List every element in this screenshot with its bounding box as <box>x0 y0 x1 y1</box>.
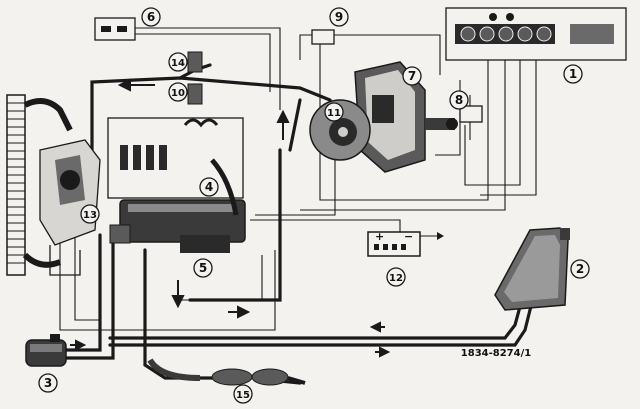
fuel-tank <box>494 227 570 311</box>
svg-text:2: 2 <box>576 262 584 276</box>
valve-lower <box>187 83 203 105</box>
callout-10: 10 <box>168 82 188 102</box>
control-unit <box>459 105 483 123</box>
control-panel <box>445 7 627 61</box>
callout-2: 2 <box>570 259 590 279</box>
svg-text:13: 13 <box>83 210 97 221</box>
auxiliary-heater <box>25 334 67 367</box>
callout-15: 15 <box>233 384 253 404</box>
svg-text:9: 9 <box>335 10 343 24</box>
svg-text:15: 15 <box>236 390 250 401</box>
callout-8: 8 <box>449 90 469 110</box>
callout-5: 5 <box>193 258 213 278</box>
callout-3: 3 <box>38 373 58 393</box>
callout-13: 13 <box>80 204 100 224</box>
svg-text:5: 5 <box>199 261 207 275</box>
callout-1: 1 <box>563 64 583 84</box>
callout-6: 6 <box>141 7 161 27</box>
callout-7: 7 <box>402 66 422 86</box>
flow-arrows <box>70 78 391 358</box>
radiator <box>6 94 73 276</box>
callout-4: 4 <box>199 177 219 197</box>
battery-plus-sign: + <box>375 230 384 243</box>
svg-text:4: 4 <box>205 180 213 194</box>
svg-text:10: 10 <box>171 88 185 99</box>
svg-text:11: 11 <box>327 108 341 119</box>
svg-text:14: 14 <box>171 58 185 69</box>
svg-text:12: 12 <box>389 273 403 284</box>
callouts: 1 2 3 4 5 6 7 8 9 10 11 12 13 14 15 <box>38 7 590 404</box>
figure-label: 1834-8274/1 <box>461 348 531 359</box>
heater-unit <box>309 61 458 173</box>
temperature-sensor <box>311 29 335 45</box>
callout-12: 12 <box>386 267 406 287</box>
callout-14: 14 <box>168 52 188 72</box>
exhaust-silencer <box>147 358 306 386</box>
svg-text:8: 8 <box>455 93 463 107</box>
svg-text:7: 7 <box>408 69 416 83</box>
battery-minus-sign: − <box>404 230 413 243</box>
engine-block <box>107 117 246 253</box>
callout-11: 11 <box>324 102 344 122</box>
svg-text:3: 3 <box>44 376 52 390</box>
svg-text:6: 6 <box>147 10 155 24</box>
battery: + − <box>367 230 444 257</box>
valve-upper <box>187 51 203 73</box>
svg-text:1: 1 <box>569 67 577 81</box>
callout-9: 9 <box>329 7 349 27</box>
relay-box <box>94 17 136 41</box>
